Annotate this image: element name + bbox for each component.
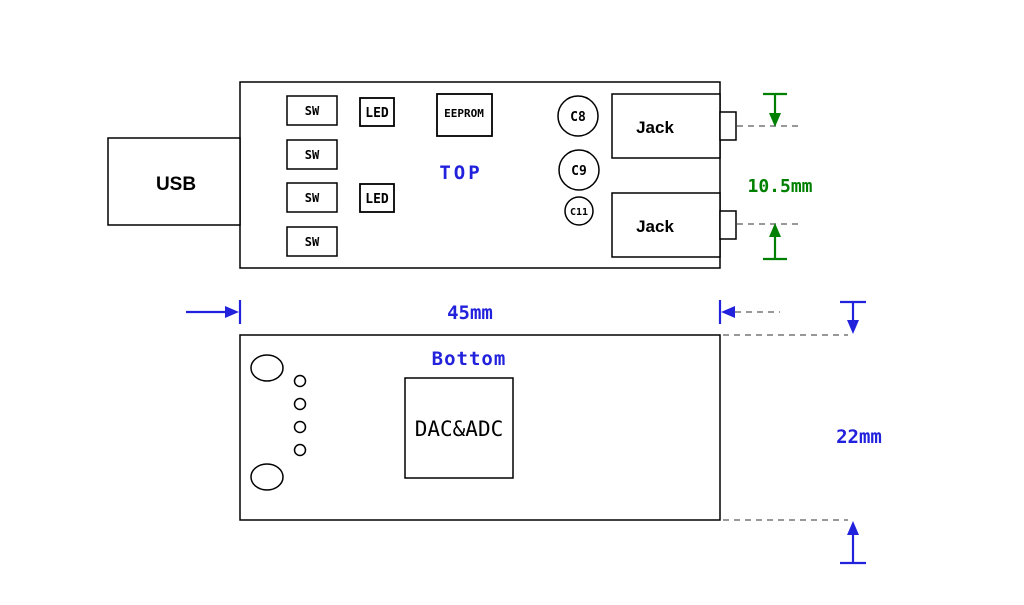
capacitor-c8-label: C8 (570, 110, 586, 125)
capacitor-c9-label: C9 (571, 164, 587, 179)
switch-label-4: SW (305, 235, 320, 249)
usb-label: USB (156, 174, 196, 195)
switch-label-3: SW (305, 191, 320, 205)
pin-hole-4 (293, 443, 307, 457)
led-label-2: LED (365, 192, 389, 207)
capacitor-c11-outline (564, 196, 594, 226)
led-label-1: LED (365, 106, 389, 121)
switch-box-4 (286, 226, 338, 257)
usb-connector (107, 137, 241, 226)
led-box-2 (359, 183, 395, 213)
pin-hole-1 (293, 374, 307, 388)
jack-tab-1 (719, 111, 737, 141)
jack-box-1 (611, 93, 721, 159)
capacitor-c8-outline (557, 95, 599, 137)
jack-spacing-value: 10.5mm (747, 176, 812, 197)
top-view: USB SW SW SW SW LED LED EEPROM TOP C8 C9… (107, 81, 737, 269)
arrow-up-green (769, 223, 781, 237)
capacitor-c9-outline (558, 149, 600, 191)
jack-tab-2 (719, 210, 737, 240)
jack-label-1: Jack (636, 118, 674, 137)
dac-adc-label: DAC&ADC (415, 417, 504, 441)
jack-box-2 (611, 192, 721, 258)
dim-board-height: 22mm (723, 300, 882, 565)
pin-hole-3 (293, 420, 307, 434)
arrow-up-blue (847, 521, 859, 535)
switch-box-2 (286, 139, 338, 170)
switch-box-3 (286, 182, 338, 213)
eeprom-box (436, 93, 493, 137)
board-height-value: 22mm (836, 426, 882, 448)
bottom-view: Bottom DAC&ADC (239, 334, 721, 521)
dim-board-width: 45mm (186, 300, 780, 324)
dim-jack-spacing: 10.5mm (737, 92, 813, 261)
arrow-right-blue (225, 306, 239, 318)
arrow-down-blue (847, 320, 859, 334)
jack-label-2: Jack (636, 217, 674, 236)
switch-box-1 (286, 95, 338, 126)
mounting-pad-2 (250, 463, 284, 491)
dac-adc-chip (404, 377, 514, 479)
led-box-1 (359, 97, 395, 127)
top-view-label: TOP (439, 162, 482, 184)
pin-hole-2 (293, 397, 307, 411)
arrow-left-blue (721, 306, 735, 318)
bottom-view-label: Bottom (432, 348, 507, 370)
eeprom-label: EEPROM (444, 107, 484, 120)
capacitor-c11-label: C11 (570, 207, 588, 218)
switch-label-2: SW (305, 148, 320, 162)
switch-label-1: SW (305, 104, 320, 118)
mounting-pad-1 (250, 354, 284, 382)
board-width-value: 45mm (447, 302, 493, 324)
arrow-down-green (769, 113, 781, 127)
